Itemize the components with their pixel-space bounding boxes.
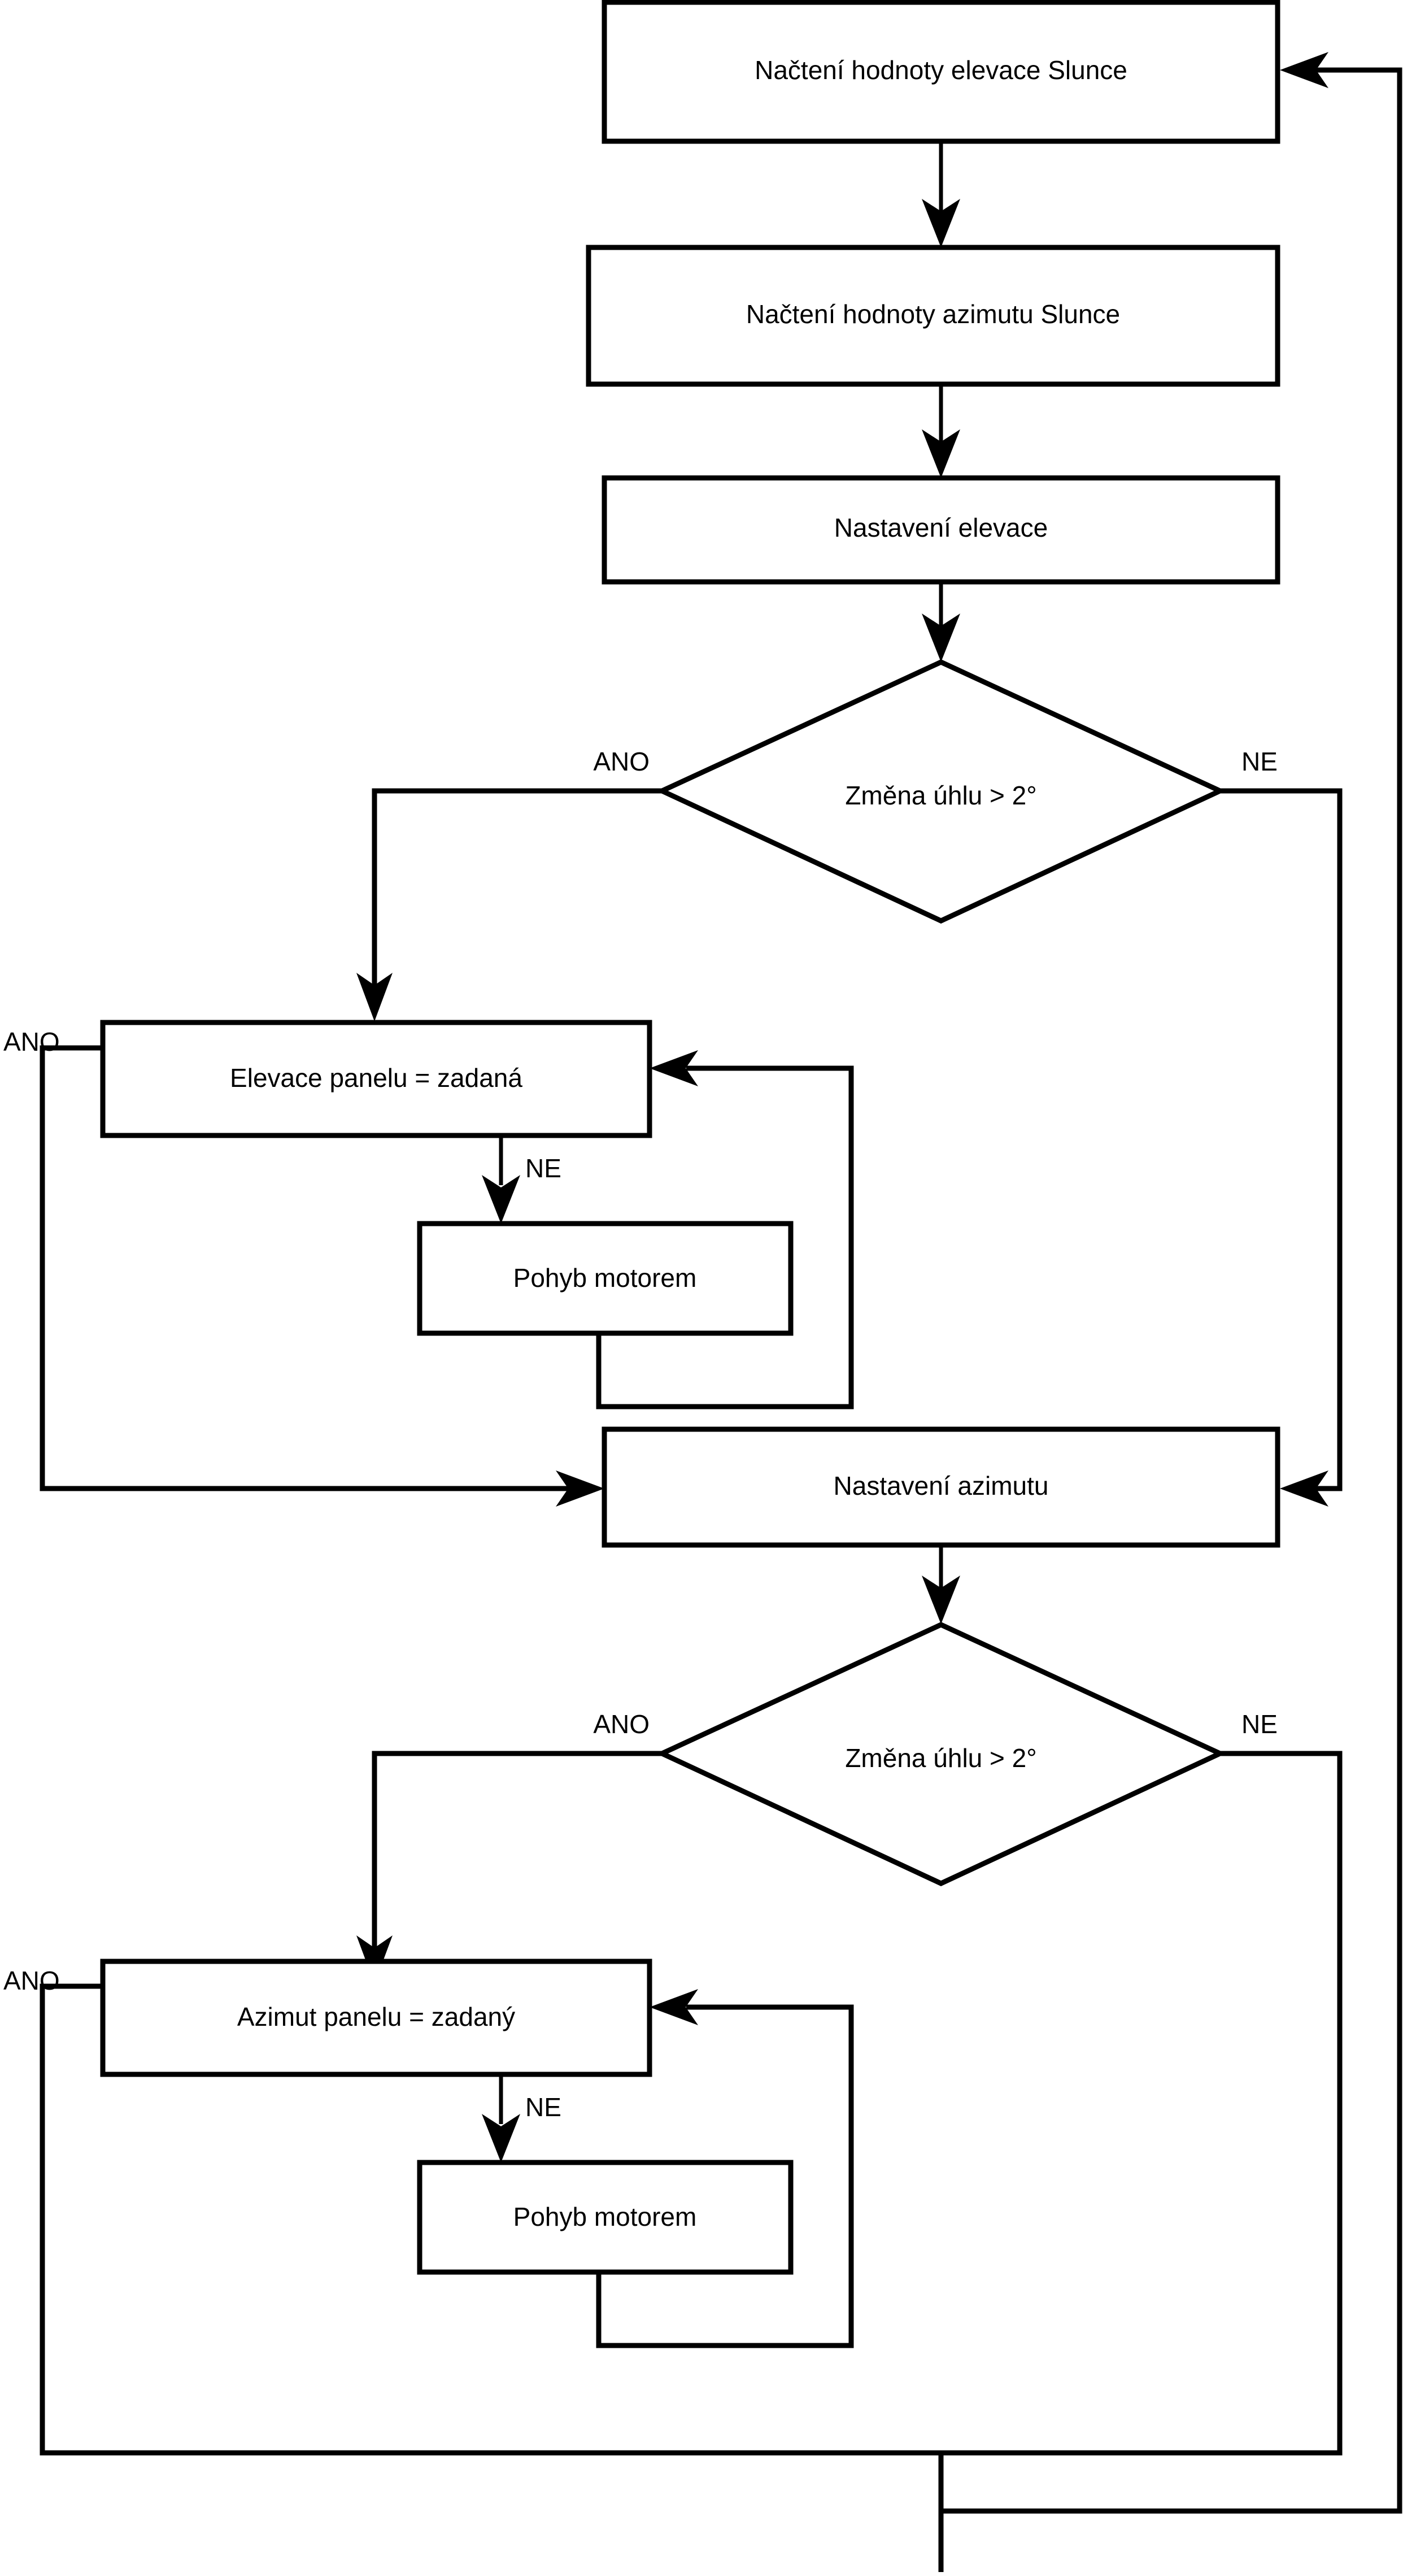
edge-label-elevation-check-yes: ANO	[3, 1027, 60, 1056]
edge-read-azimuth-to-set-elevation	[922, 384, 960, 478]
node-motor-move-azimuth[interactable]: Pohyb motorem	[417, 2160, 794, 2275]
node-panel-elevation-check[interactable]: Elevace panelu = zadaná	[100, 1020, 652, 1138]
node-motor-move-elevation-label: Pohyb motorem	[513, 1263, 697, 1293]
edge-label-azimuth-check-yes: ANO	[3, 1966, 60, 1995]
arrowhead-outer-return	[1280, 52, 1328, 88]
node-read-azimuth-label: Načtení hodnoty azimutu Slunce	[746, 299, 1120, 329]
node-set-elevation-label: Nastavení elevace	[834, 513, 1048, 542]
arrowhead-to-decision-azimuth	[922, 1576, 960, 1624]
edge-azimuth-check-no	[482, 2074, 520, 2162]
arrowhead-azimuth-check-no	[482, 2114, 520, 2162]
arrowhead-to-decision-elevation	[922, 613, 960, 662]
node-panel-elevation-check-label: Elevace panelu = zadaná	[230, 1063, 522, 1093]
edge-elevation-check-no	[482, 1135, 520, 1224]
node-decision-elevation-label: Změna úhlu > 2°	[845, 781, 1036, 810]
node-panel-azimuth-check[interactable]: Azimut panelu = zadaný	[100, 1959, 652, 2077]
edge-motor-azimuth-loopback	[596, 1989, 854, 2348]
node-set-azimuth-label: Nastavení azimutu	[834, 1471, 1049, 1500]
node-decision-azimuth-label: Změna úhlu > 2°	[845, 1743, 1036, 1773]
edge-label-azimuth-check-no: NE	[525, 2092, 561, 2122]
arrowhead-decision-elevation-no	[1280, 1470, 1328, 1507]
arrowhead-elevation-check-yes	[556, 1470, 604, 1507]
node-panel-azimuth-check-label: Azimut panelu = zadaný	[237, 2002, 515, 2031]
edge-label-decision-elevation-yes: ANO	[593, 747, 650, 776]
edge-set-elevation-to-decision	[922, 582, 960, 662]
edge-label-decision-azimuth-no: NE	[1241, 1709, 1278, 1739]
node-read-azimuth[interactable]: Načtení hodnoty azimutu Slunce	[586, 245, 1280, 387]
node-read-elevation[interactable]: Načtení hodnoty elevace Slunce	[602, 0, 1280, 144]
edge-decision-azimuth-yes	[356, 1751, 662, 1984]
node-set-elevation[interactable]: Nastavení elevace	[602, 475, 1280, 585]
edge-outer-return-to-start	[938, 52, 1402, 2572]
arrowhead-decision-elevation-yes	[356, 973, 393, 1021]
arrowhead-motor-azimuth-loopback	[650, 1989, 698, 2025]
node-read-elevation-label: Načtení hodnoty elevace Slunce	[755, 55, 1127, 85]
edge-label-decision-azimuth-yes: ANO	[593, 1709, 650, 1739]
node-motor-move-azimuth-label: Pohyb motorem	[513, 2202, 697, 2231]
edge-decision-elevation-yes	[356, 788, 662, 1021]
arrowhead-to-set-elevation	[922, 429, 960, 478]
edge-azimuth-check-yes	[40, 1983, 941, 2456]
edge-decision-elevation-no	[1220, 788, 1343, 1507]
arrowhead-elevation-check-no	[482, 1175, 520, 1224]
edge-label-elevation-check-no: NE	[525, 1154, 561, 1183]
edge-set-azimuth-to-decision	[922, 1545, 960, 1624]
node-set-azimuth[interactable]: Nastavení azimutu	[602, 1426, 1280, 1548]
arrowhead-to-read-azimuth	[922, 199, 960, 247]
node-decision-azimuth[interactable]: Změna úhlu > 2°	[656, 1622, 1226, 1886]
arrowhead-motor-elevation-loopback	[650, 1050, 698, 1086]
edge-elevation-check-yes	[40, 1045, 604, 1507]
edge-decision-azimuth-no	[938, 1751, 1343, 2572]
node-decision-elevation[interactable]: Změna úhlu > 2°	[656, 659, 1226, 924]
edge-motor-elevation-loopback	[596, 1050, 854, 1409]
node-motor-move-elevation[interactable]: Pohyb motorem	[417, 1221, 794, 1336]
edge-read-elevation-to-read-azimuth	[922, 143, 960, 247]
edge-label-decision-elevation-no: NE	[1241, 747, 1278, 776]
